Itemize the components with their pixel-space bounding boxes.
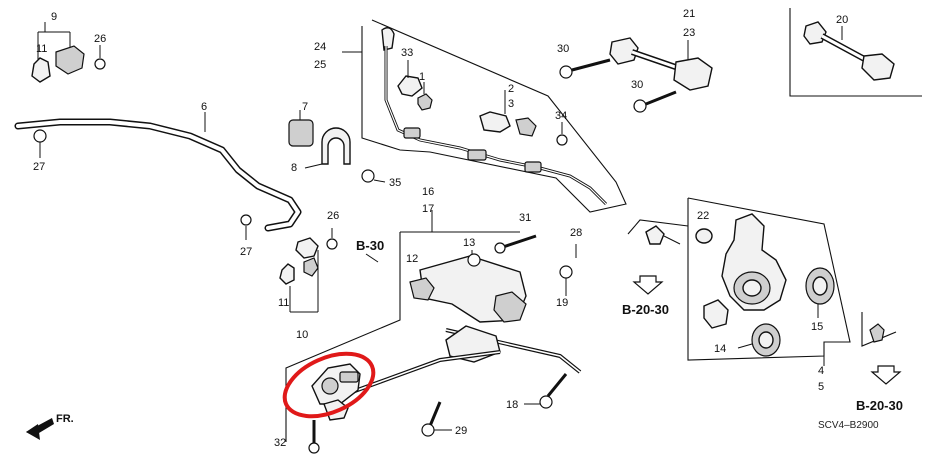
callout-26-top: 26 (94, 33, 106, 45)
callout-27-lower: 27 (240, 246, 252, 258)
reference-b-30: B-30 (356, 238, 384, 253)
callout-8: 8 (291, 162, 297, 174)
callout-34: 34 (555, 110, 567, 122)
callout-16: 16 (422, 186, 434, 198)
callout-4: 4 (818, 365, 824, 377)
callout-28: 28 (570, 227, 582, 239)
callout-31: 31 (519, 212, 531, 224)
callout-35: 35 (389, 177, 401, 189)
callout-10: 10 (296, 329, 308, 341)
trailing-arm-assembly (285, 210, 582, 442)
callout-11-lower: 11 (278, 297, 289, 309)
callout-2: 2 (508, 83, 514, 95)
callout-5: 5 (818, 381, 824, 393)
reference-b-20-30-left: B-20-30 (622, 302, 669, 317)
callout-29: 29 (455, 425, 467, 437)
callout-30-lower: 30 (631, 79, 643, 91)
brake-hose-group (342, 19, 627, 213)
bolt-29 (421, 401, 452, 437)
reference-b-20-30-left-group (627, 219, 689, 295)
diagram-code: SCV4–B2900 (818, 420, 879, 431)
front-indicator: FR. (56, 413, 74, 425)
callout-18: 18 (506, 399, 518, 411)
callout-30-upper: 30 (557, 43, 569, 55)
callout-3: 3 (508, 98, 514, 110)
trailing-arm-bushing (311, 363, 361, 421)
callout-20: 20 (836, 14, 848, 26)
callout-27-left: 27 (33, 161, 45, 173)
bolt-18 (524, 373, 568, 409)
callout-7: 7 (302, 101, 308, 113)
front-arrow-icon (26, 418, 54, 440)
callout-9: 9 (51, 11, 57, 23)
knuckle-assembly (687, 197, 851, 366)
callout-6: 6 (201, 101, 207, 113)
callout-12: 12 (406, 253, 418, 265)
callout-17: 17 (422, 203, 434, 215)
callout-11-top: 11 (36, 43, 47, 55)
callout-23: 23 (683, 27, 695, 39)
stabilizer-bushing-holder (288, 110, 386, 183)
reference-b-20-30-right-group (861, 312, 902, 385)
callout-24: 24 (314, 41, 326, 53)
callout-21: 21 (683, 8, 695, 20)
callout-15: 15 (811, 321, 823, 333)
upper-arm-group (559, 37, 713, 113)
callout-26-lower: 26 (327, 210, 339, 222)
callout-22: 22 (697, 210, 709, 222)
stabilizer-link-lower-assembly (240, 214, 338, 313)
callout-19: 19 (556, 297, 568, 309)
callout-1: 1 (419, 71, 425, 83)
compensator-arm-box (789, 8, 922, 97)
bolt-32 (308, 420, 320, 454)
stabilizer-link-upper-assembly (31, 22, 106, 83)
highlight-circle (282, 351, 376, 419)
callout-13: 13 (463, 237, 475, 249)
callout-14: 14 (714, 343, 726, 355)
callout-25: 25 (314, 59, 326, 71)
callout-33: 33 (401, 47, 413, 59)
reference-b-20-30-right: B-20-30 (856, 398, 903, 413)
stabilizer-bar (14, 112, 302, 232)
callout-32: 32 (274, 437, 286, 449)
